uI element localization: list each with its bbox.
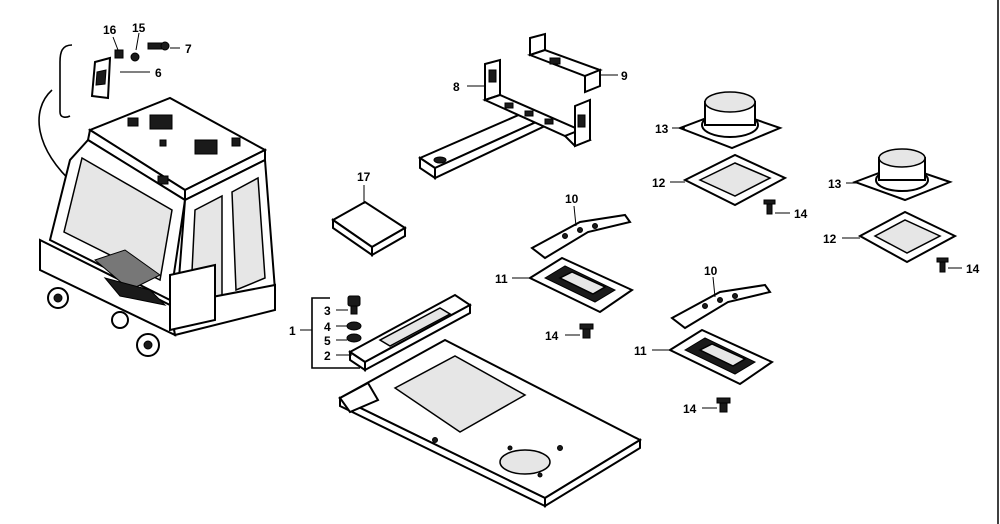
callout-14: 14 xyxy=(794,207,808,221)
floor-plate-hole xyxy=(557,445,563,451)
part-14-screw-head xyxy=(579,323,594,330)
roof-light-housing xyxy=(149,114,173,130)
cab-windshield-opening xyxy=(63,156,173,282)
cab-rear-window xyxy=(231,176,266,292)
part-10-strap xyxy=(530,213,632,260)
cab-mount-foot xyxy=(111,311,129,329)
part-8-slot xyxy=(577,114,586,128)
callout-11: 11 xyxy=(495,272,508,286)
part-10-hole xyxy=(732,293,738,299)
floor-plate-edge-side xyxy=(544,438,641,508)
part-9-upright-right xyxy=(584,68,601,94)
part-12-frame-opening xyxy=(873,219,942,254)
roof-light-housing xyxy=(194,139,218,155)
callout-10: 10 xyxy=(565,192,579,206)
floor-plate-hole xyxy=(507,445,513,451)
callout-14: 14 xyxy=(545,329,559,343)
part-10-hole xyxy=(592,223,598,229)
callout-14: 14 xyxy=(966,262,980,276)
part-4-washer xyxy=(346,321,362,331)
callout-4: 4 xyxy=(324,320,331,334)
speaker-assembly-right: 13 12 14 xyxy=(823,148,980,276)
callout-3: 3 xyxy=(324,304,331,318)
callout-12: 12 xyxy=(823,232,837,246)
part-8-slot xyxy=(488,69,497,83)
part-9-base xyxy=(527,48,603,78)
part-13-speaker-cone xyxy=(704,91,756,113)
callout-8: 8 xyxy=(453,80,460,94)
callout-1: 1 xyxy=(289,324,296,338)
roof-fitting xyxy=(127,117,139,127)
part-7-bolt-head xyxy=(160,41,170,51)
seat-bracket-assembly: 8 9 xyxy=(417,32,628,180)
part-10-hole xyxy=(717,297,723,303)
callout-bracket-line xyxy=(59,44,73,118)
part-17-side xyxy=(371,226,406,257)
control-module: 17 xyxy=(331,170,407,257)
callout-13: 13 xyxy=(655,122,669,136)
callout-1-bracket xyxy=(311,297,360,369)
callout-15: 15 xyxy=(132,21,146,35)
callout-5: 5 xyxy=(324,334,331,348)
part-8-arm-hole xyxy=(433,156,447,164)
part-5-washer xyxy=(346,333,362,343)
part-2-rail-side xyxy=(364,303,471,372)
speaker-assembly-left: 13 12 14 xyxy=(652,91,808,221)
part-10-hole xyxy=(577,227,583,233)
callout-12: 12 xyxy=(652,176,666,190)
callout-13: 13 xyxy=(828,177,842,191)
floor-plate-hole xyxy=(537,472,543,478)
part-10-strap xyxy=(670,283,772,330)
callout-2: 2 xyxy=(324,349,331,363)
part-10-hole xyxy=(562,233,568,239)
part-9-clip xyxy=(549,57,561,65)
part-14-screw-head xyxy=(716,397,731,404)
part-15-washer xyxy=(130,52,140,62)
cab-mount-bolt xyxy=(53,293,63,303)
part-8-hole xyxy=(524,110,534,117)
cab-mount-bolt xyxy=(143,340,153,350)
callout-6: 6 xyxy=(155,66,162,80)
callout-9: 9 xyxy=(621,69,628,83)
part-6-bracket-slot xyxy=(95,69,107,86)
part-16-nut xyxy=(114,49,124,59)
part-7-bolt xyxy=(147,42,163,50)
floor-plate-assembly: 1 3 4 5 2 xyxy=(289,293,643,508)
part-2-rail-channel xyxy=(378,307,452,347)
part-14-screw-head xyxy=(936,257,949,263)
part-12-frame-opening xyxy=(698,162,772,197)
roof-fitting xyxy=(231,137,241,147)
part-8-hole xyxy=(544,118,554,125)
hinge-set-lower: 10 11 14 xyxy=(634,264,775,416)
cab-door-panel xyxy=(169,263,216,332)
roof-fitting xyxy=(157,175,169,185)
hinge-set-upper: 10 11 14 xyxy=(495,192,635,343)
cable-line xyxy=(38,89,76,186)
part-13-speaker-cone xyxy=(878,148,926,168)
cab-step-grating xyxy=(103,277,167,306)
part-11-hinge-slot xyxy=(558,271,607,295)
cab-assembly: 16 15 7 6 xyxy=(38,21,277,357)
callout-7: 7 xyxy=(185,42,192,56)
cab-seat xyxy=(94,249,161,291)
part-10-hole xyxy=(702,303,708,309)
callout-16: 16 xyxy=(103,23,117,37)
roof-fitting xyxy=(159,139,167,147)
part-3-bolt-shank xyxy=(350,305,358,315)
floor-plate-tab xyxy=(338,381,380,414)
callout-11: 11 xyxy=(634,344,647,358)
callout-17: 17 xyxy=(357,170,371,184)
part-14-screw-head xyxy=(763,199,776,205)
part-3-bolt-head xyxy=(347,295,361,307)
floor-plate-hole xyxy=(432,437,438,443)
floor-plate-port xyxy=(499,449,551,475)
floor-plate-cutout xyxy=(393,355,527,433)
callout-10: 10 xyxy=(704,264,718,278)
part-8-hole xyxy=(504,102,514,109)
callout-14: 14 xyxy=(683,402,697,416)
part-11-hinge-slot xyxy=(698,343,747,367)
